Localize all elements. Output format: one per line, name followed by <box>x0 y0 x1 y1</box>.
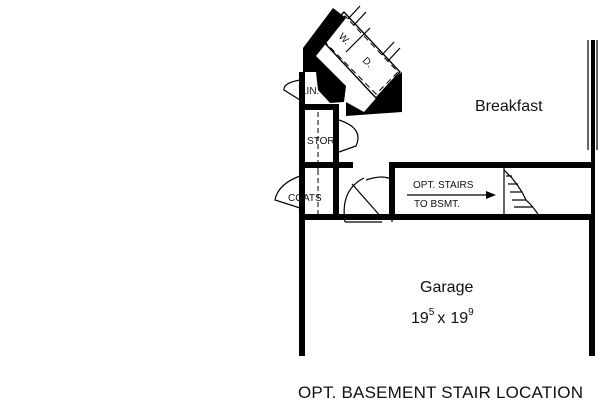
stair-treads <box>506 175 532 208</box>
laundry-closet: W. D. <box>303 5 402 116</box>
garage-dim-x: x <box>437 310 445 327</box>
storage-closet: STOR. <box>299 108 359 170</box>
linen-label: LIN. <box>301 86 319 97</box>
stairs-label-line1: OPT. STAIRS <box>413 180 474 191</box>
right-exterior-wall <box>587 40 598 355</box>
linen-closet: LIN. <box>283 72 339 164</box>
breakfast-label: Breakfast <box>475 98 543 115</box>
coats-closet: COATS <box>274 162 339 226</box>
coats-label: COATS <box>288 193 322 204</box>
plan-caption: OPT. BASEMENT STAIR LOCATION <box>298 383 583 402</box>
garage-width: 19 <box>411 310 429 327</box>
stair-enclosure: OPT. STAIRS TO BSMT. <box>300 162 595 220</box>
arrow-head-icon <box>486 191 496 199</box>
garage-walls <box>299 218 595 356</box>
garage-depth-sup: 9 <box>468 307 474 318</box>
garage-depth: 19 <box>450 310 468 327</box>
stairs-label-line2: TO BSMT. <box>414 199 460 210</box>
storage-label: STOR. <box>307 136 337 147</box>
garage-label: Garage <box>420 279 473 296</box>
dryer-label: D. <box>360 55 375 70</box>
washer-label: W. <box>336 31 352 47</box>
garage-width-sup: 5 <box>429 307 435 318</box>
